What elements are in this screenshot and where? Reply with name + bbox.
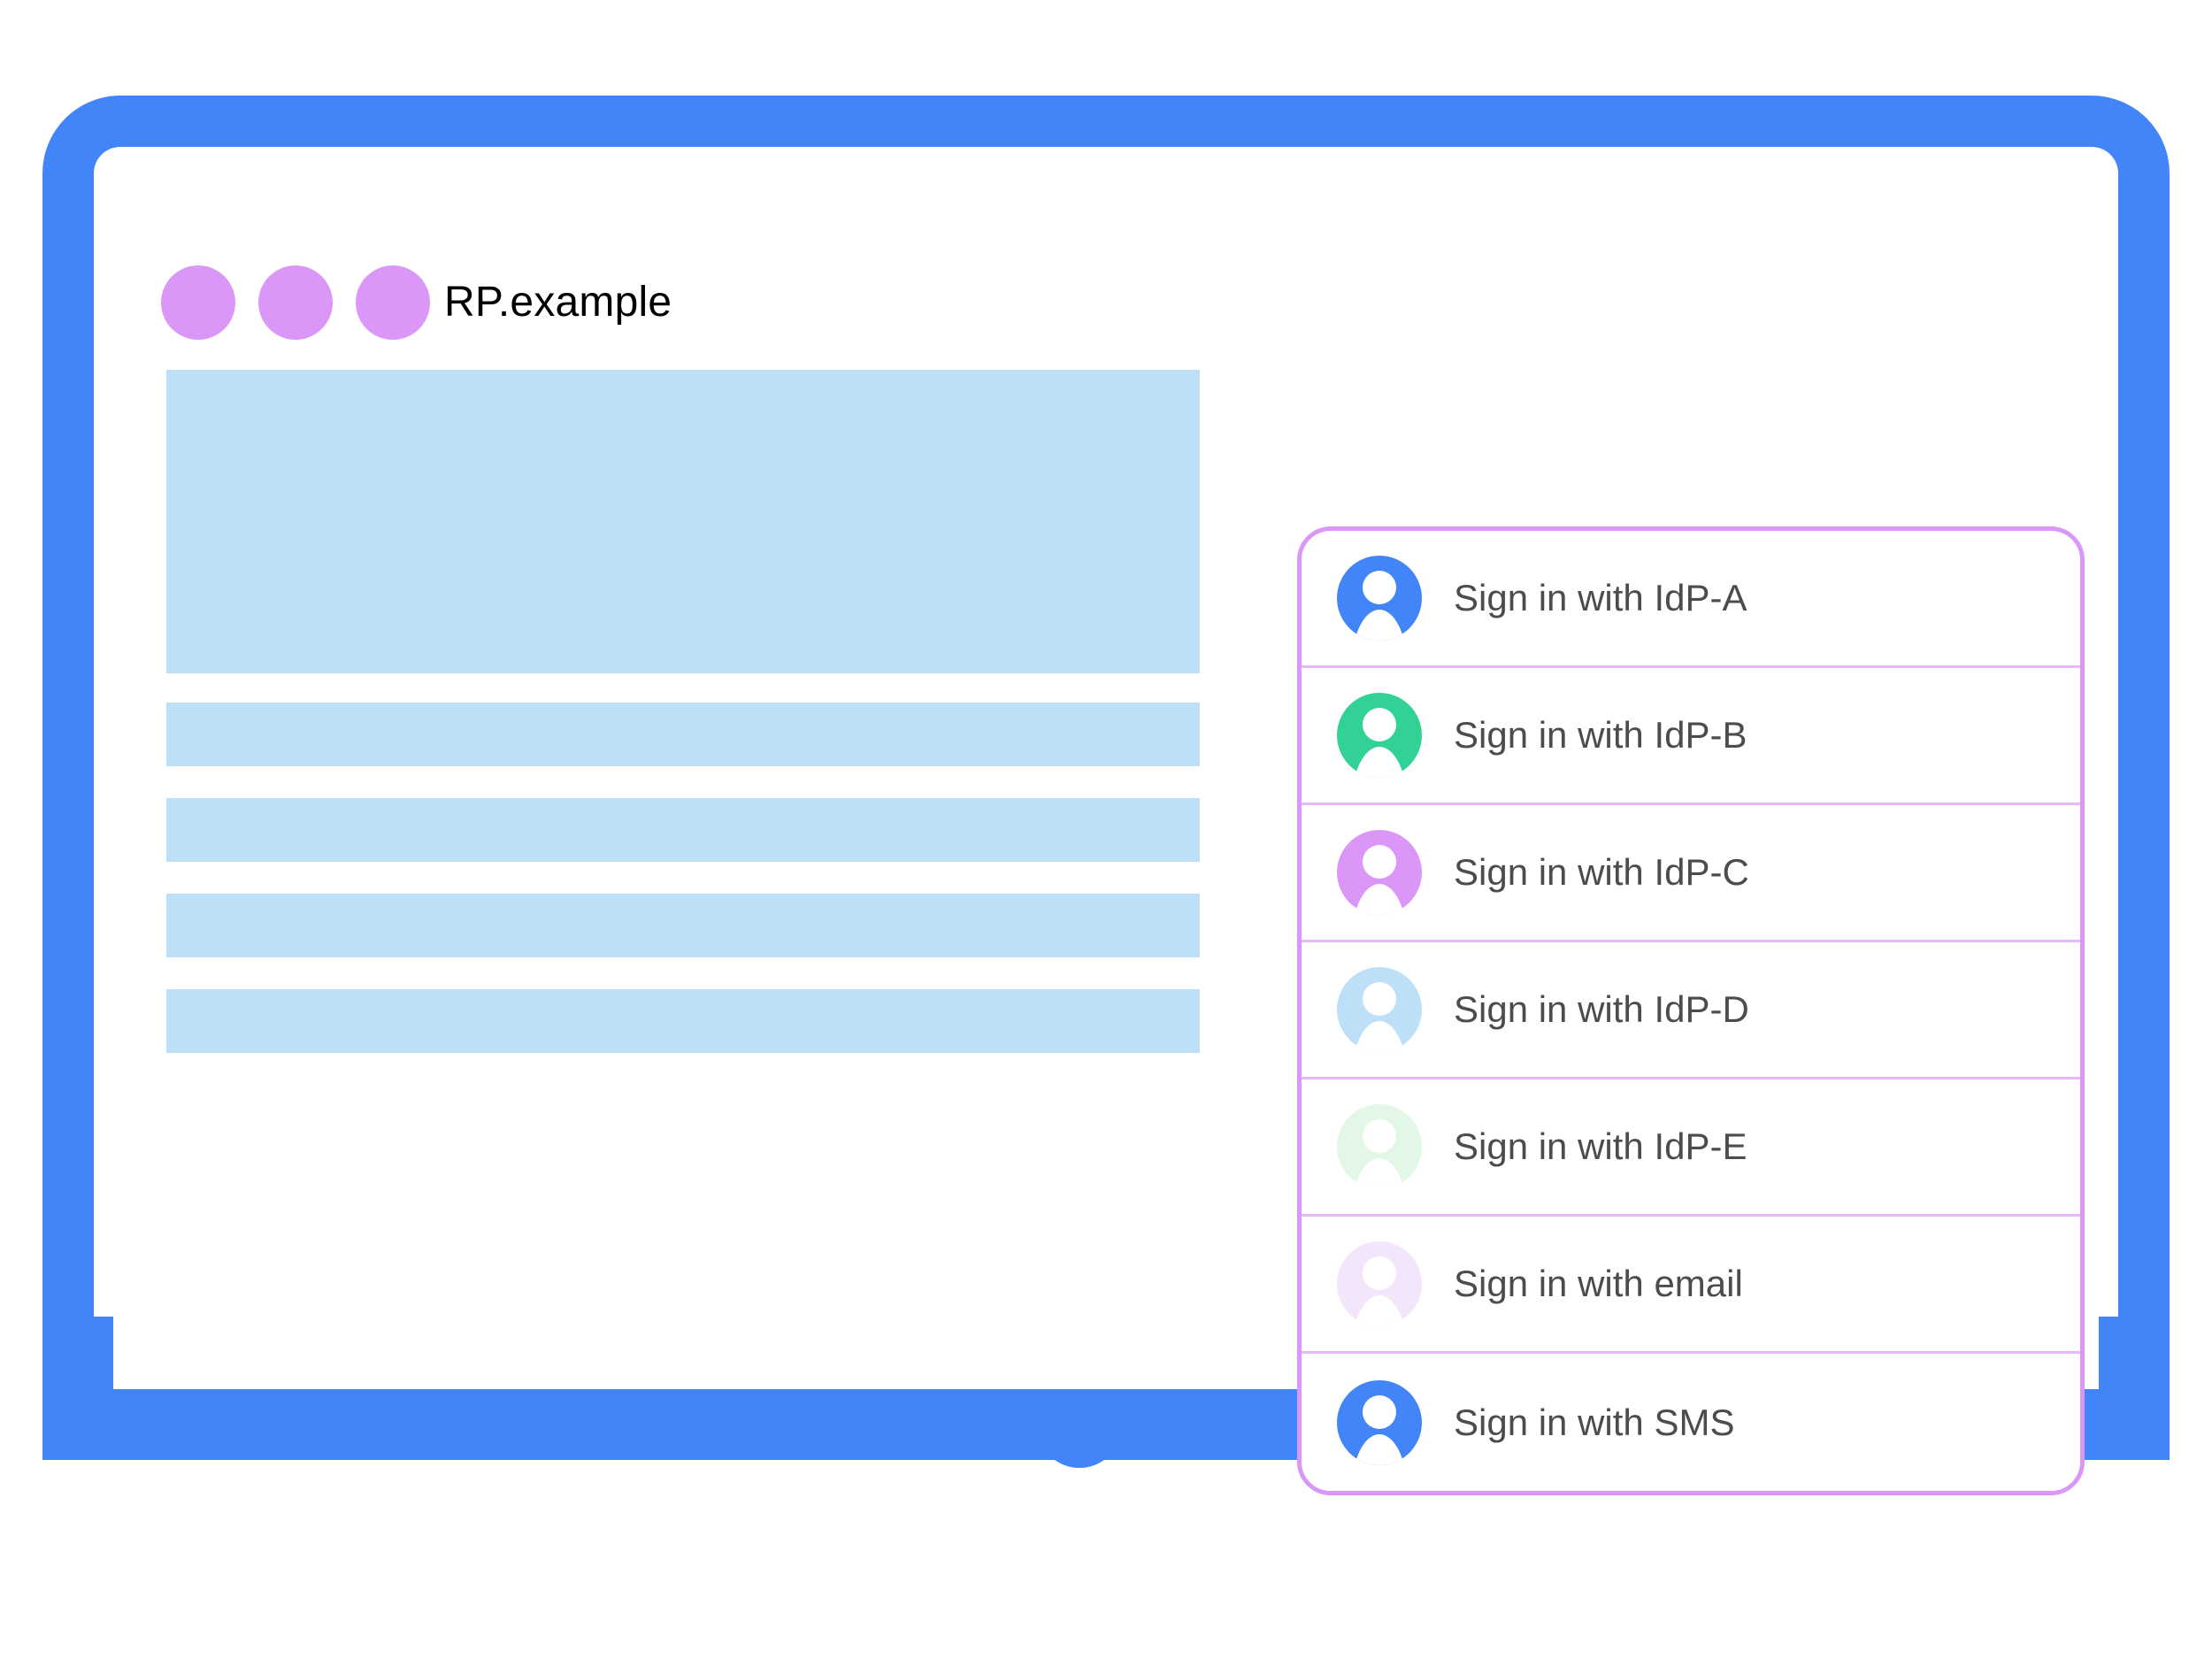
window-dot-1-icon[interactable] [161,265,235,340]
text-line-placeholder-2 [166,798,1200,862]
avatar-head-icon [1363,1394,1396,1429]
avatar-head-icon [1363,1119,1396,1153]
account-avatar-icon [1337,1241,1422,1326]
account-row[interactable]: Sign in with IdP-E [1302,1079,2080,1217]
text-line-placeholder-1 [166,703,1200,766]
page-content-placeholders [166,370,1200,1053]
window-dot-3-icon[interactable] [356,265,430,340]
account-chooser-dialog: Sign in with IdP-A Sign in with IdP-B Si… [1297,526,2085,1495]
account-label: Sign in with SMS [1454,1401,1735,1443]
account-row[interactable]: Sign in with IdP-B [1302,668,2080,805]
account-row[interactable]: Sign in with IdP-A [1302,531,2080,668]
account-label: Sign in with IdP-A [1454,577,1747,618]
browser-window: RP.example Sign in with IdP-A [113,147,2099,1495]
avatar-body-icon [1352,610,1407,641]
avatar-head-icon [1363,708,1396,741]
window-dot-2-icon[interactable] [258,265,333,340]
avatar-body-icon [1352,1158,1407,1189]
avatar-body-icon [1352,884,1407,915]
account-label: Sign in with email [1454,1263,1743,1304]
account-avatar-icon [1337,693,1422,778]
account-row[interactable]: Sign in with IdP-C [1302,805,2080,942]
home-button[interactable] [1037,1383,1122,1468]
text-line-placeholder-4 [166,989,1200,1053]
account-label: Sign in with IdP-C [1454,851,1749,893]
account-avatar-icon [1337,1379,1422,1465]
avatar-body-icon [1352,1433,1407,1465]
account-avatar-icon [1337,1104,1422,1189]
account-avatar-icon [1337,967,1422,1052]
account-row[interactable]: Sign in with IdP-D [1302,942,2080,1079]
account-label: Sign in with IdP-B [1454,714,1747,756]
hero-placeholder [166,370,1200,673]
avatar-body-icon [1352,1021,1407,1052]
avatar-head-icon [1363,845,1396,879]
device-frame: RP.example Sign in with IdP-A [42,96,2170,1569]
avatar-head-icon [1363,982,1396,1016]
browser-title-bar: RP.example [113,147,2099,340]
account-row[interactable]: Sign in with email [1302,1217,2080,1354]
avatar-body-icon [1352,1295,1407,1326]
avatar-body-icon [1352,747,1407,778]
account-label: Sign in with IdP-D [1454,988,1749,1030]
page-title: RP.example [444,279,672,326]
avatar-head-icon [1363,571,1396,604]
account-row[interactable]: Sign in with SMS [1302,1354,2080,1491]
device-bezel-top [42,96,2170,1440]
avatar-head-icon [1363,1256,1396,1290]
account-label: Sign in with IdP-E [1454,1125,1747,1167]
account-avatar-icon [1337,830,1422,915]
account-avatar-icon [1337,556,1422,641]
text-line-placeholder-3 [166,894,1200,957]
